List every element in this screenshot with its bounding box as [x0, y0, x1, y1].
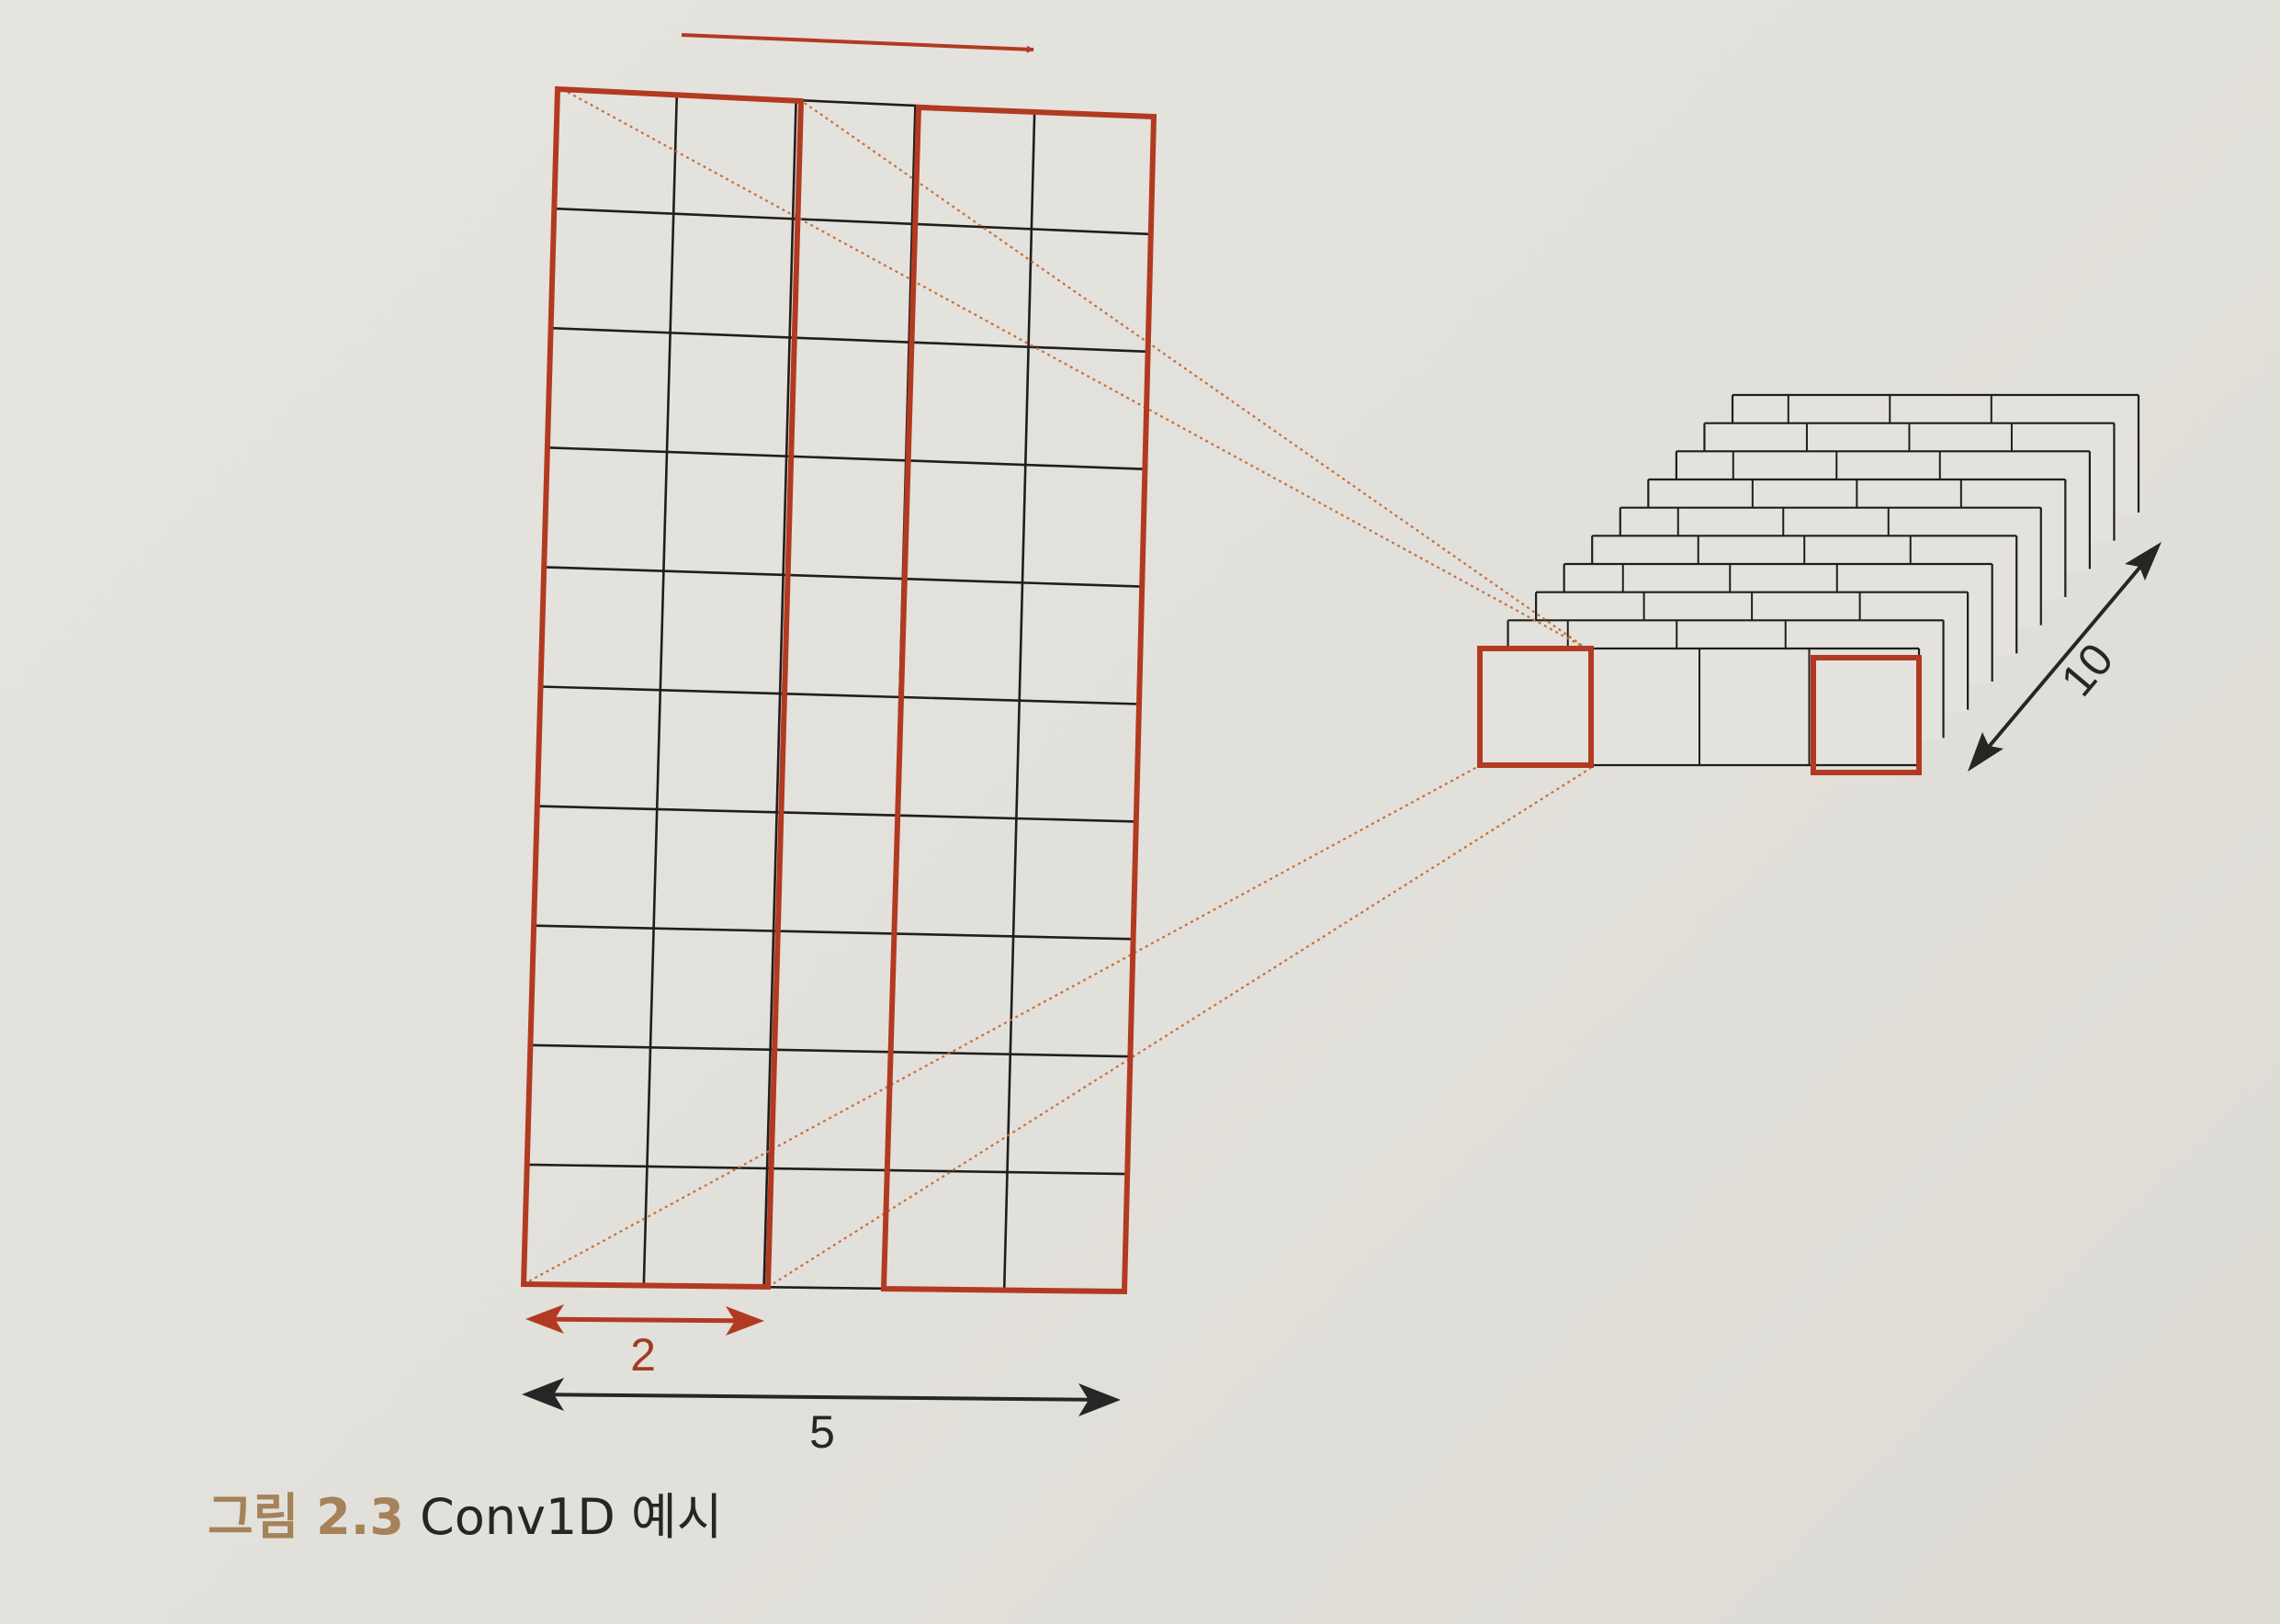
output-layer: [1478, 647, 1921, 767]
depth-arrow: [1968, 542, 2161, 772]
projection-line: [561, 88, 1587, 649]
grid-row-line: [547, 446, 1146, 470]
kernel-windows: [520, 85, 1157, 1295]
input-sequence-grid: [522, 87, 1156, 1293]
kernel-window-first: [520, 85, 805, 1291]
slide-direction-arrow: [681, 33, 1034, 53]
output-cell-first: [1477, 646, 1594, 768]
kernel-width-label: 2: [630, 1329, 656, 1381]
grid-row-line: [534, 924, 1134, 941]
depth-label: 10: [2051, 634, 2124, 706]
grid-row-line: [540, 685, 1140, 705]
figure-title: Conv1D 예시: [420, 1488, 723, 1546]
projection-lines: [523, 88, 1592, 1288]
projection-line: [798, 98, 1587, 649]
grid-row-line: [554, 207, 1151, 236]
kernel-width-arrow: [525, 1304, 764, 1336]
sequence-length-label: 5: [809, 1406, 835, 1458]
projection-line: [767, 767, 1592, 1288]
grid-row-line: [530, 1043, 1131, 1058]
grid-row-line: [550, 326, 1148, 354]
kernel-window-last: [880, 104, 1157, 1295]
figure-number: 그림 2.3: [208, 1488, 404, 1546]
output-feature-stack: [1478, 393, 2140, 767]
figure-caption: 그림 2.3 Conv1D 예시: [208, 1493, 722, 1542]
grid-row-line: [526, 1163, 1128, 1176]
output-highlights: [1477, 646, 1922, 775]
grid-row-line: [536, 805, 1136, 823]
projection-line: [523, 765, 1480, 1285]
grid-row-line: [544, 566, 1143, 588]
output-cell-last: [1811, 655, 1922, 775]
sequence-length-arrow: [522, 1378, 1121, 1416]
